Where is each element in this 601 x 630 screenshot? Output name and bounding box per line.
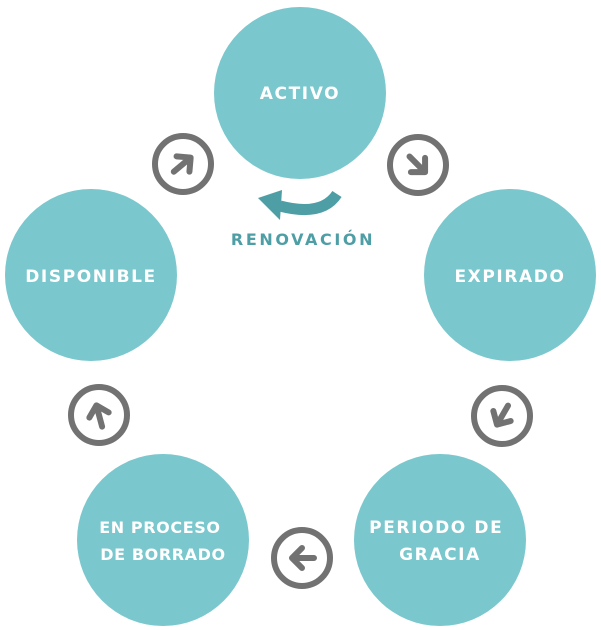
arrow-ring [271,527,333,589]
arrow-ring [152,133,214,195]
arrow-down-right-circle-icon [387,134,449,196]
arrow-ring [471,385,533,447]
node-expirado: EXPIRADO [424,189,596,361]
arrow-ring [68,384,130,446]
node-periodo-de-gracia: PERIODO DE GRACIA [354,454,526,626]
node-disponible-label: DISPONIBLE [25,267,157,287]
node-en-proceso-de-borrado-label-line-2: DE BORRADO [100,545,225,564]
arrow-down-left-circle-icon [471,385,533,447]
arrow-glyph [406,153,429,176]
node-expirado-label-line-1: EXPIRADO [454,267,565,287]
node-periodo-de-gracia-label: PERIODO DE GRACIA [369,518,511,565]
node-expirado-label: EXPIRADO [454,267,565,287]
node-en-proceso-de-borrado: EN PROCESO DE BORRADO [77,454,249,626]
renewal-label: RENOVACIÓN [231,230,375,249]
node-periodo-de-gracia-label-line-2: GRACIA [399,545,481,565]
node-disponible: DISPONIBLE [5,189,177,361]
node-activo-label: ACTIVO [260,84,340,104]
node-activo-label-line-1: ACTIVO [260,84,340,104]
arrow-up-circle-icon [68,384,130,446]
node-periodo-de-gracia-circle [354,454,526,626]
curved-return-arrow-icon [258,190,342,220]
arrow-up-right-circle-icon [152,133,214,195]
node-disponible-circle [5,189,177,361]
arrow-ring [387,134,449,196]
node-en-proceso-de-borrado-circle [77,454,249,626]
node-en-proceso-de-borrado-label: EN PROCESO DE BORRADO [99,518,227,564]
node-activo-circle [214,7,386,179]
renewal-arrow-head [258,190,282,220]
arrow-left-circle-icon [271,527,333,589]
arrow-glyph [170,153,194,175]
arrow-glyph [86,402,112,430]
node-en-proceso-de-borrado-label-line-1: EN PROCESO [99,518,220,537]
arrow-glyph [289,545,317,571]
arrow-glyph [490,402,514,428]
renewal-arrow-shaft [278,190,342,216]
node-activo: ACTIVO [214,7,386,179]
node-periodo-de-gracia-label-line-1: PERIODO DE [369,518,503,538]
node-expirado-circle [424,189,596,361]
node-disponible-label-line-1: DISPONIBLE [25,267,157,287]
